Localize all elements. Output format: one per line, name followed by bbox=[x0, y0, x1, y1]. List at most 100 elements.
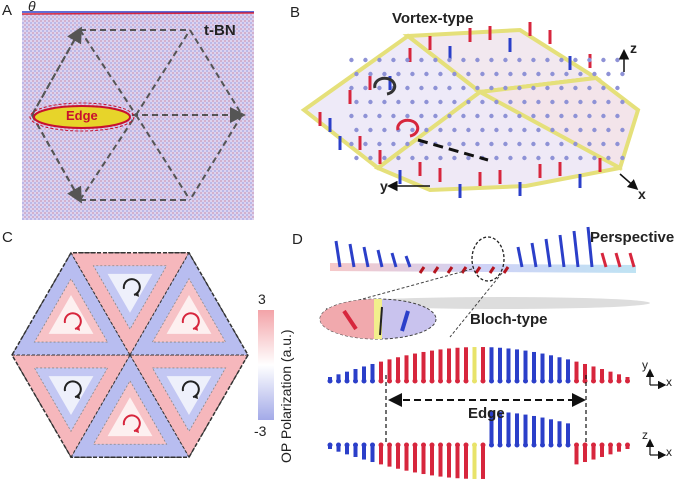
lattice-atom bbox=[424, 99, 429, 105]
lattice-atom bbox=[550, 127, 555, 133]
theta-label: θ bbox=[28, 0, 36, 14]
lattice-atom bbox=[573, 85, 578, 91]
lattice-atom bbox=[419, 141, 424, 147]
panel-a: A θ t-BN Edge bbox=[0, 0, 260, 225]
lattice-atom bbox=[419, 113, 424, 119]
lattice-atom bbox=[545, 57, 550, 63]
lattice-atom bbox=[601, 113, 606, 119]
lattice-atom bbox=[480, 127, 485, 133]
lattice-atom bbox=[606, 99, 611, 105]
lattice-atom bbox=[466, 155, 471, 161]
lattice-atom bbox=[405, 57, 410, 63]
lattice-atom bbox=[410, 127, 415, 133]
lattice-atom bbox=[587, 113, 592, 119]
edge-label-d: Edge bbox=[468, 405, 505, 422]
lattice-atom bbox=[466, 71, 471, 77]
lattice-atom bbox=[620, 71, 625, 77]
perspective-arrow bbox=[348, 243, 356, 268]
panel-c-letter: C bbox=[2, 229, 13, 246]
lattice-atom bbox=[405, 85, 410, 91]
lattice-atom bbox=[368, 155, 373, 161]
lattice-atom bbox=[354, 155, 359, 161]
panel-d-letter: D bbox=[292, 231, 303, 248]
lattice-atom bbox=[438, 155, 443, 161]
lattice-atom bbox=[480, 99, 485, 105]
perspective-arrow bbox=[600, 252, 608, 268]
lattice-atom bbox=[382, 99, 387, 105]
perspective-arrow bbox=[474, 266, 482, 274]
perspective-arrow bbox=[362, 246, 370, 268]
lattice-atom bbox=[550, 71, 555, 77]
lattice-atom bbox=[606, 71, 611, 77]
lattice-atom bbox=[536, 99, 541, 105]
perspective-arrow bbox=[432, 266, 440, 274]
lattice-atom bbox=[592, 155, 597, 161]
vortex-title: Vortex-type bbox=[392, 10, 474, 27]
lattice-atom bbox=[587, 141, 592, 147]
perspective-arrow bbox=[404, 255, 412, 268]
lattice-atom bbox=[517, 113, 522, 119]
perspective-arrows bbox=[334, 226, 636, 274]
lattice-atom bbox=[452, 71, 457, 77]
lattice-atom bbox=[620, 155, 625, 161]
lattice-atom bbox=[475, 113, 480, 119]
lattice-atom bbox=[536, 127, 541, 133]
lattice-atom bbox=[354, 127, 359, 133]
lattice-atom bbox=[601, 141, 606, 147]
lattice-atom bbox=[363, 113, 368, 119]
lattice-atom bbox=[559, 57, 564, 63]
lattice-atom bbox=[550, 155, 555, 161]
lattice-atom bbox=[592, 99, 597, 105]
lattice-atom bbox=[405, 141, 410, 147]
lattice-atom bbox=[466, 127, 471, 133]
lattice-atom bbox=[517, 57, 522, 63]
lattice-atom bbox=[447, 57, 452, 63]
perspective-arrow bbox=[334, 240, 342, 268]
lattice-atom bbox=[489, 57, 494, 63]
lattice-atom bbox=[508, 99, 513, 105]
axes2-x: x bbox=[666, 445, 672, 459]
lattice-atom bbox=[424, 127, 429, 133]
lattice-atom bbox=[391, 113, 396, 119]
lattice-atom bbox=[438, 99, 443, 105]
lattice-atom bbox=[349, 85, 354, 91]
colorbar bbox=[258, 310, 274, 420]
lattice-atom bbox=[517, 85, 522, 91]
lattice-atom bbox=[475, 85, 480, 91]
lattice-atom bbox=[424, 155, 429, 161]
lattice-atom bbox=[447, 141, 452, 147]
lattice-atom bbox=[578, 99, 583, 105]
hexagon-triangles bbox=[11, 251, 249, 459]
lattice-atom bbox=[592, 71, 597, 77]
lattice-atom bbox=[363, 85, 368, 91]
lattice-atom bbox=[615, 85, 620, 91]
lattice-atom bbox=[405, 113, 410, 119]
lattice-atom bbox=[578, 127, 583, 133]
lattice-atom bbox=[573, 113, 578, 119]
panel-a-graphic bbox=[21, 11, 255, 220]
lattice-atom bbox=[606, 155, 611, 161]
lattice-atom bbox=[419, 85, 424, 91]
lattice-atom bbox=[536, 71, 541, 77]
lattice-atom bbox=[564, 71, 569, 77]
perspective-strip bbox=[330, 263, 636, 273]
lattice-atom bbox=[452, 155, 457, 161]
lattice-atom bbox=[620, 127, 625, 133]
lattice-atom bbox=[564, 99, 569, 105]
lattice-atom bbox=[503, 141, 508, 147]
panel-b-letter: B bbox=[290, 4, 301, 21]
lattice-atom bbox=[424, 71, 429, 77]
lattice-atom bbox=[522, 71, 527, 77]
perspective-arrow bbox=[614, 252, 622, 268]
lattice-atom bbox=[433, 113, 438, 119]
perspective-arrow bbox=[418, 266, 426, 274]
lattice-atom bbox=[410, 155, 415, 161]
lattice-atom bbox=[494, 127, 499, 133]
lattice-atom bbox=[466, 99, 471, 105]
edge-ellipse bbox=[33, 105, 131, 129]
panel-c: C 3 -3 OP Polarization (a.u.) bbox=[0, 225, 294, 479]
lattice-atom bbox=[564, 127, 569, 133]
lattice-atom bbox=[522, 155, 527, 161]
lattice-atom bbox=[475, 141, 480, 147]
lattice-atom bbox=[354, 71, 359, 77]
